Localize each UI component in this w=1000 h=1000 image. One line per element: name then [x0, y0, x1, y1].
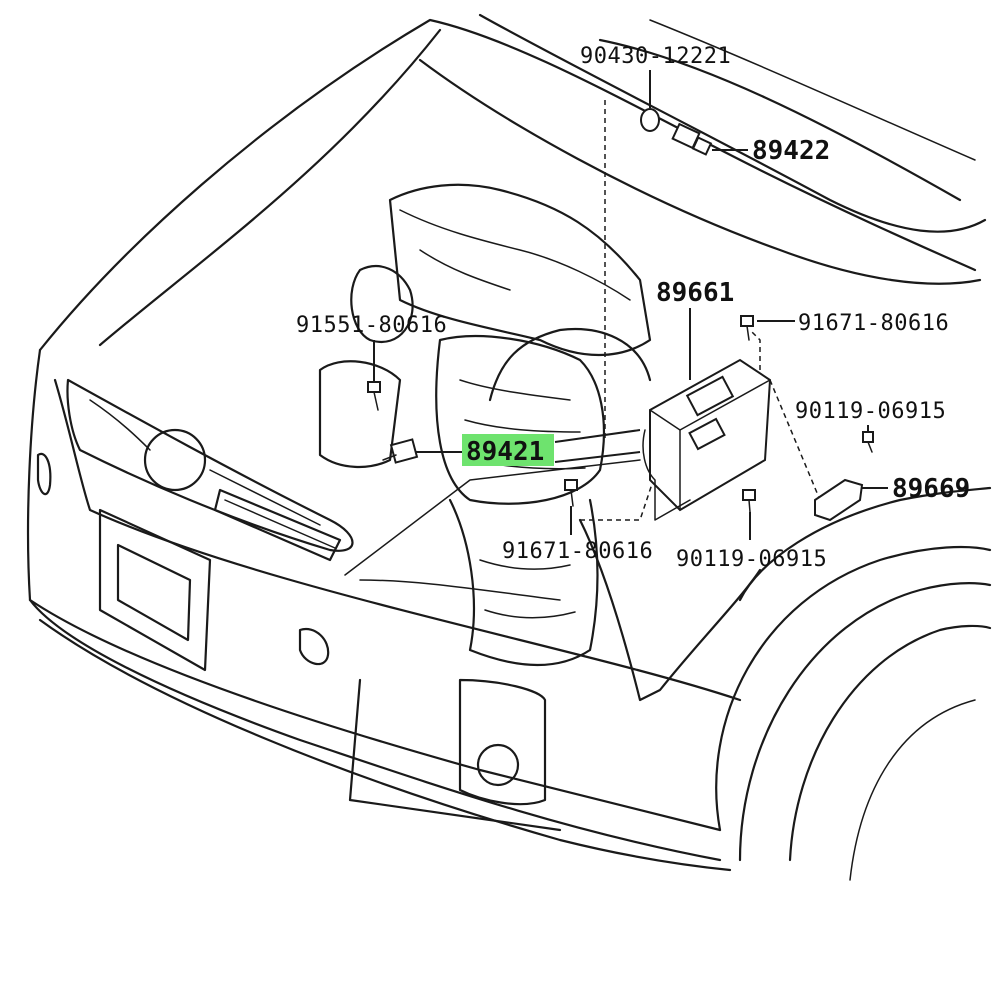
parts [367, 108, 874, 522]
grille-slat-1 [224, 499, 336, 549]
transaxle-detail [479, 559, 576, 619]
radiator-support [344, 459, 641, 576]
engine-detail-2 [419, 249, 511, 291]
engine-block [435, 335, 606, 505]
headlight-outline [66, 378, 354, 552]
foglight-housing [458, 678, 547, 806]
engine-cover [388, 183, 652, 356]
ref-line-89669 [769, 379, 821, 501]
part-91551-80616 [367, 381, 381, 411]
label-90430-12221: 90430-12221 [580, 44, 731, 69]
part-90119-06915-right [862, 431, 874, 453]
leader-lines [373, 70, 888, 540]
tire-inner [788, 624, 992, 862]
leader-89421-to-ecu-2 [554, 451, 641, 463]
fender-line [738, 486, 992, 602]
label-89661: 89661 [656, 278, 734, 308]
label-89669: 89669 [892, 474, 970, 504]
part-91671-80616-top [740, 315, 754, 341]
part-90430-12221 [640, 108, 660, 132]
hood-edge-inner [98, 28, 442, 347]
hood-top [478, 13, 987, 233]
leader-89421-to-ecu [554, 429, 641, 443]
support-bar [359, 579, 561, 601]
headlight-inner-2 [209, 469, 321, 526]
foglight-lamp [476, 743, 520, 787]
harness [488, 328, 652, 402]
headlight-lamp [143, 428, 207, 492]
label-91551-80616: 91551-80616 [296, 313, 447, 338]
label-90119-06915-bottom: 90119-06915 [676, 547, 827, 572]
bumper-outline [26, 348, 722, 832]
part-89421-sensor [382, 438, 419, 464]
wheel-arch [715, 545, 992, 832]
part-91671-80616-bottom [564, 479, 578, 507]
label-90119-06915-right: 90119-06915 [795, 399, 946, 424]
label-89421-highlight [462, 434, 554, 466]
label-89421: 89421 [466, 437, 544, 467]
plate-recess-outer [98, 508, 212, 672]
ref-line-bolt [749, 329, 761, 370]
part-89669-bracket [814, 478, 864, 522]
foglight-frame [348, 678, 562, 832]
part-89422 [671, 122, 713, 156]
wiper-line [649, 19, 976, 161]
tire-hub [849, 699, 976, 881]
transaxle [448, 498, 599, 667]
tire-outer [738, 582, 992, 862]
fender-liner [578, 518, 762, 702]
label-91671-80616-top: 91671-80616 [798, 311, 949, 336]
label-91671-80616-bottom: 91671-80616 [502, 539, 653, 564]
engine-detail-1 [399, 209, 631, 301]
hood-crease [418, 58, 982, 285]
headlight-inner [89, 399, 151, 451]
engine-bay [318, 183, 652, 667]
plate-recess-inner [116, 543, 192, 642]
windshield-lower [598, 38, 962, 202]
bumper-bottom [38, 618, 732, 872]
intake [350, 265, 414, 343]
part-90119-06915-bottom [742, 489, 756, 513]
side-marker [36, 452, 52, 496]
hood-outline [38, 18, 977, 352]
reservoir [318, 360, 402, 469]
label-89422: 89422 [752, 136, 830, 166]
bumper-lower-edge [28, 598, 722, 862]
part-89661-ecu [642, 358, 772, 521]
grille-outline [213, 488, 342, 562]
callout-labels: 90430-12221 89422 89661 91551-80616 9167… [296, 44, 970, 572]
vehicle-body [26, 13, 992, 881]
reflector [298, 627, 330, 666]
